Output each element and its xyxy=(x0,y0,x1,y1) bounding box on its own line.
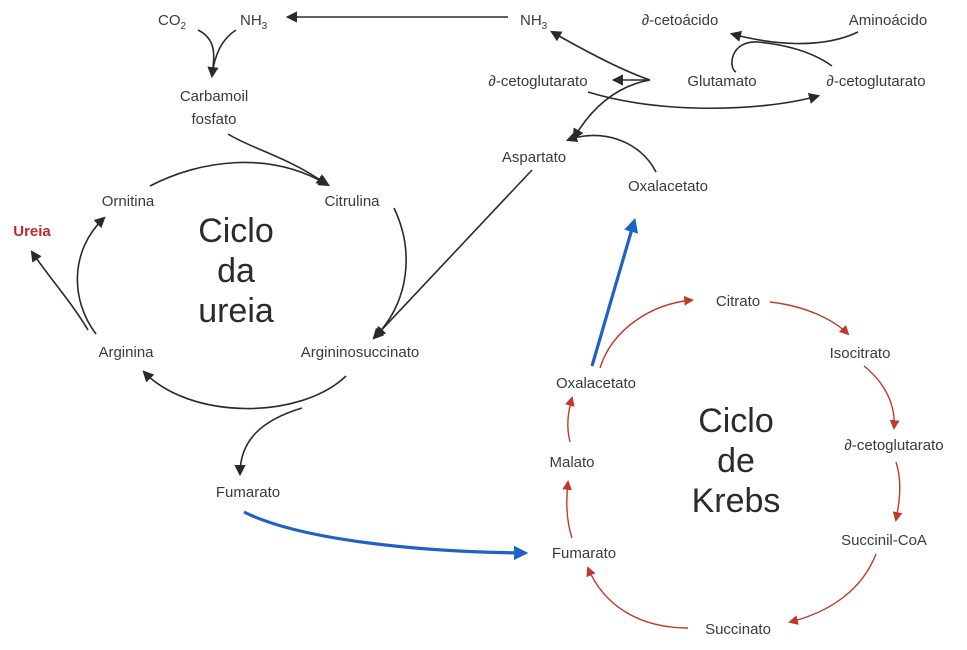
title-ciclo-krebs-line1: Ciclo xyxy=(698,402,774,440)
arrow-cetoglutarato-to-cetoglutarato xyxy=(587,91,821,110)
node-glutamato: Glutamato xyxy=(687,73,756,90)
node-isocitrato: Isocitrato xyxy=(830,345,891,362)
arrow-co2-to-carbamoil xyxy=(197,29,219,79)
node-aminoacido: Aminoácido xyxy=(849,12,927,29)
krebs-cycle-labels: Citrato Isocitrato ∂-cetoglutarato Succi… xyxy=(549,293,943,638)
arrow-cetoglutarato-to-succinil xyxy=(892,461,903,522)
node-malato: Malato xyxy=(549,454,594,471)
title-ciclo-krebs-line3: Krebs xyxy=(692,482,781,520)
arrow-citrato-to-isocitrato xyxy=(769,301,850,336)
arrow-isocitrato-to-cetoglutarato xyxy=(863,365,900,430)
arrow-cetoglutarato-to-glutamato xyxy=(731,41,833,73)
title-ciclo-ureia-line1: Ciclo xyxy=(198,212,274,250)
node-succinil-coa: Succinil-CoA xyxy=(841,532,927,549)
node-argininosuccinato: Argininosuccinato xyxy=(301,344,419,361)
krebs-cycle-arrows xyxy=(562,295,903,629)
node-oxalacetato-top: Oxalacetato xyxy=(628,178,708,195)
node-succinato: Succinato xyxy=(705,621,771,638)
node-cetoglutarato-right: ∂-cetoglutarato xyxy=(826,73,925,90)
transamination-arrows xyxy=(285,11,859,173)
node-citrato: Citrato xyxy=(716,293,760,310)
node-oxalacetato-krebs: Oxalacetato xyxy=(556,375,636,392)
title-ciclo-ureia-line2: da xyxy=(217,252,255,290)
node-fumarato-krebs: Fumarato xyxy=(552,545,616,562)
transamination-labels: NH3 ∂-cetoácido Aminoácido ∂-cetoglutara… xyxy=(488,12,927,195)
node-carbamoil-fosfato-line1: Carbamoil xyxy=(180,88,248,105)
title-ciclo-ureia-line3: ureia xyxy=(198,292,274,330)
arrow-aspartato-to-argininosuccinato xyxy=(372,169,533,340)
arrow-aminoacido-to-cetoacido xyxy=(729,30,859,45)
arrow-nh3-to-carbamoil xyxy=(211,29,237,77)
arrow-to-fumarato-urea xyxy=(234,407,303,477)
arrow-succinato-to-fumarato xyxy=(586,566,689,629)
node-ureia: Ureia xyxy=(13,223,51,240)
arrow-fumarato-link xyxy=(243,510,529,561)
arrow-argininosuccinato-to-arginina xyxy=(142,370,347,410)
node-nh3-left: NH3 xyxy=(240,12,268,32)
node-citrulina: Citrulina xyxy=(324,193,380,210)
arrow-citrulina-to-argininosuccinato xyxy=(374,207,407,338)
urea-cycle-labels: CO2 NH3 Carbamoil fosfato Citrulina Orni… xyxy=(13,12,566,501)
arrow-oxalacetato-to-aspartato xyxy=(565,131,657,173)
arrow-oxalacetato-link xyxy=(590,217,639,367)
node-cetoacido: ∂-cetoácido xyxy=(642,12,719,29)
arrow-arginina-to-ureia xyxy=(30,250,89,331)
node-carbamoil-fosfato-line2: fosfato xyxy=(191,111,236,128)
arrow-succinil-to-succinato xyxy=(788,553,877,625)
node-ornitina: Ornitina xyxy=(102,193,155,210)
arrow-oxalacetato-to-citrato xyxy=(599,295,694,369)
arrow-glutamato-to-nh3 xyxy=(550,30,651,81)
node-aspartato: Aspartato xyxy=(502,149,566,166)
node-co2: CO2 xyxy=(158,12,187,32)
urea-cycle-arrows xyxy=(30,29,533,477)
node-fumarato-urea: Fumarato xyxy=(216,484,280,501)
arrow-ornitina-to-citrulina xyxy=(149,161,330,187)
node-cetoglutarato-krebs: ∂-cetoglutarato xyxy=(844,437,943,454)
arrow-fumarato-to-malato xyxy=(562,480,573,539)
node-arginina: Arginina xyxy=(98,344,154,361)
node-nh3-right: NH3 xyxy=(520,12,548,32)
node-cetoglutarato-left: ∂-cetoglutarato xyxy=(488,73,587,90)
arrow-malato-to-oxalacetato xyxy=(565,396,575,443)
arrow-arginina-to-ornitina xyxy=(76,216,106,335)
arrow-glutamato-to-aspartato xyxy=(572,79,651,140)
arrow-carbamoil-to-citrulina xyxy=(227,133,328,186)
link-arrows xyxy=(243,217,639,561)
title-ciclo-krebs-line2: de xyxy=(717,442,755,480)
